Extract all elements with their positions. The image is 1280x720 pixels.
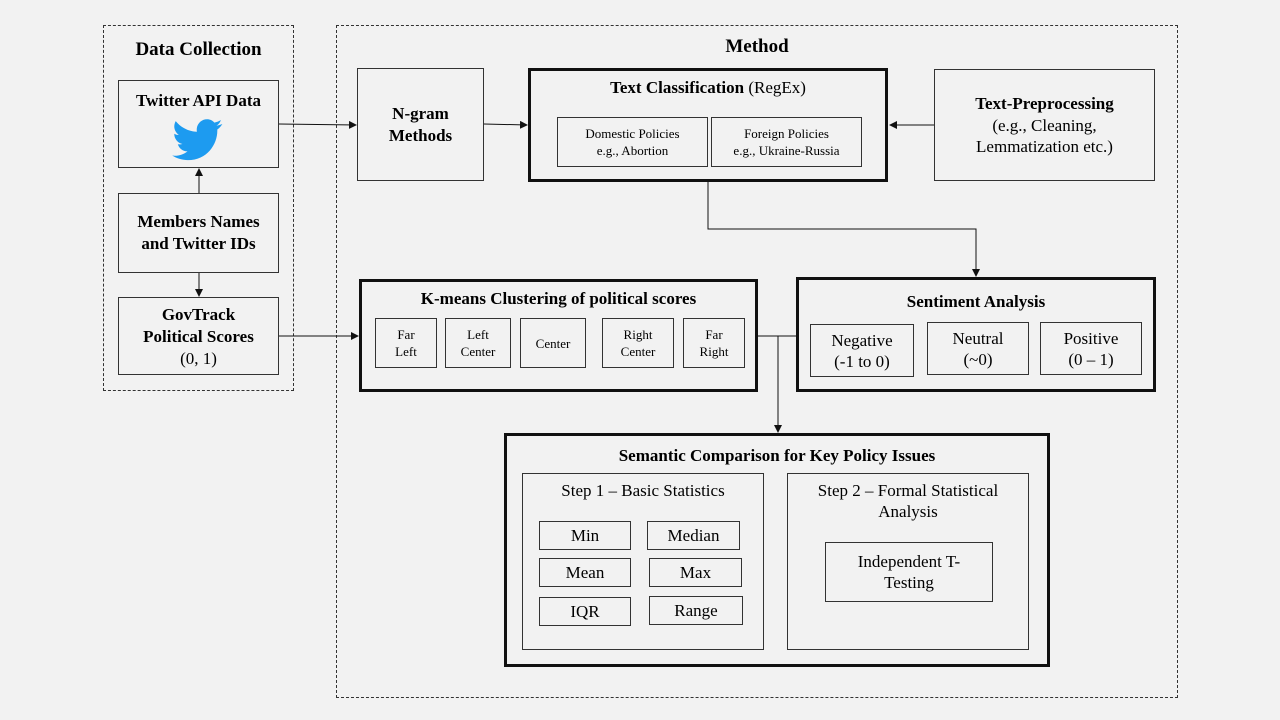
stat-label: Max — [679, 563, 712, 582]
cluster-label: Center — [460, 344, 496, 359]
cluster-label: Right — [623, 327, 653, 342]
arrow-ngram-to-classification — [483, 120, 528, 129]
stat-label: Range — [674, 601, 718, 620]
sentiment-title: Sentiment Analysis — [906, 292, 1046, 311]
stat-iqr: IQR — [539, 597, 631, 626]
arrow-twitter-to-ngram — [278, 120, 357, 129]
kmeans-title: K-means Clustering of political scores — [420, 289, 697, 308]
stat-label: IQR — [570, 602, 600, 621]
sentiment-neutral: Neutral (~0) — [927, 322, 1029, 375]
cluster-label: Right — [699, 344, 729, 359]
text-classification-box: Text Classification (RegEx) Domestic Pol… — [528, 68, 888, 182]
ngram-label-line2: Methods — [388, 125, 453, 145]
govtrack-box: GovTrack Political Scores (0, 1) — [118, 297, 279, 375]
data-collection-panel — [103, 25, 294, 391]
text-classification-suffix: (RegEx) — [744, 78, 806, 97]
foreign-policies-line1: Foreign Policies — [744, 126, 829, 141]
sentiment-label: (~0) — [963, 349, 993, 369]
govtrack-label-line1: GovTrack — [161, 304, 236, 324]
step1-title: Step 1 – Basic Statistics — [561, 481, 725, 500]
domestic-policies-line2: e.g., Abortion — [596, 143, 669, 158]
cluster-label: Center — [620, 344, 656, 359]
stat-mean: Mean — [539, 558, 631, 587]
sentiment-label: (-1 to 0) — [834, 351, 890, 371]
twitter-api-label: Twitter API Data — [136, 91, 261, 110]
members-label-line1: Members Names — [137, 212, 260, 231]
cluster-left-center: Left Center — [445, 318, 511, 368]
cluster-far-right: Far Right — [683, 318, 745, 368]
domestic-policies-line1: Domestic Policies — [585, 126, 680, 141]
preprocessing-line2: (e.g., Cleaning, — [992, 116, 1097, 135]
text-classification-title: Text Classification — [610, 78, 745, 97]
kmeans-box: K-means Clustering of political scores F… — [359, 279, 758, 392]
t-testing-box: Independent T- Testing — [825, 542, 993, 602]
step2-title-line1: Step 2 – Formal Statistical — [817, 481, 999, 500]
sentiment-box: Sentiment Analysis Negative (-1 to 0) Ne… — [796, 277, 1156, 392]
sentiment-label: (0 – 1) — [1068, 349, 1114, 369]
twitter-bird-icon — [171, 119, 225, 161]
semantic-comparison-box: Semantic Comparison for Key Policy Issue… — [504, 433, 1050, 667]
text-preprocessing-box: Text-Preprocessing (e.g., Cleaning, Lemm… — [934, 69, 1155, 181]
cluster-far-left: Far Left — [375, 318, 437, 368]
cluster-label: Far — [397, 327, 415, 342]
foreign-policies-box: Foreign Policies e.g., Ukraine-Russia — [711, 117, 862, 167]
members-box: Members Names and Twitter IDs — [118, 193, 279, 273]
preprocessing-line3: Lemmatization etc.) — [976, 137, 1113, 156]
step2-title-line2: Analysis — [878, 502, 938, 521]
sentiment-label: Negative — [831, 330, 893, 350]
foreign-policies-line2: e.g., Ukraine-Russia — [733, 143, 840, 158]
cluster-center: Center — [520, 318, 586, 368]
step2-box: Step 2 – Formal Statistical Analysis Ind… — [787, 473, 1029, 650]
method-title: Method — [725, 36, 789, 57]
stat-label: Median — [667, 526, 720, 545]
sentiment-label: Positive — [1063, 328, 1119, 348]
cluster-label: Left — [395, 344, 417, 359]
semantic-title: Semantic Comparison for Key Policy Issue… — [618, 446, 936, 465]
govtrack-label-line3: (0, 1) — [180, 348, 217, 368]
arrow-classification-to-sentiment — [707, 182, 980, 277]
stat-label: Min — [570, 526, 600, 545]
domestic-policies-box: Domestic Policies e.g., Abortion — [557, 117, 708, 167]
cluster-label: Center — [535, 335, 571, 351]
cluster-label: Left — [467, 327, 489, 342]
ngram-box: N-gram Methods — [357, 68, 484, 181]
stat-label: Mean — [565, 563, 605, 582]
t-testing-label: Testing — [884, 573, 934, 592]
cluster-label: Far — [705, 327, 723, 342]
stat-median: Median — [647, 521, 740, 550]
stat-max: Max — [649, 558, 742, 587]
twitter-api-box: Twitter API Data — [118, 80, 279, 168]
data-collection-title: Data Collection — [135, 39, 262, 60]
step1-box: Step 1 – Basic Statistics Min Median Mea… — [522, 473, 764, 650]
ngram-label-line1: N-gram — [392, 103, 449, 123]
sentiment-negative: Negative (-1 to 0) — [810, 324, 914, 377]
stat-min: Min — [539, 521, 631, 550]
method-panel — [336, 25, 1178, 698]
preprocessing-line1: Text-Preprocessing — [975, 94, 1114, 113]
members-label-line2: and Twitter IDs — [141, 234, 256, 253]
t-testing-label: Independent T- — [857, 552, 961, 571]
sentiment-label: Neutral — [952, 328, 1004, 348]
sentiment-positive: Positive (0 – 1) — [1040, 322, 1142, 375]
stat-range: Range — [649, 596, 743, 625]
govtrack-label-line2: Political Scores — [143, 326, 254, 346]
cluster-right-center: Right Center — [602, 318, 674, 368]
